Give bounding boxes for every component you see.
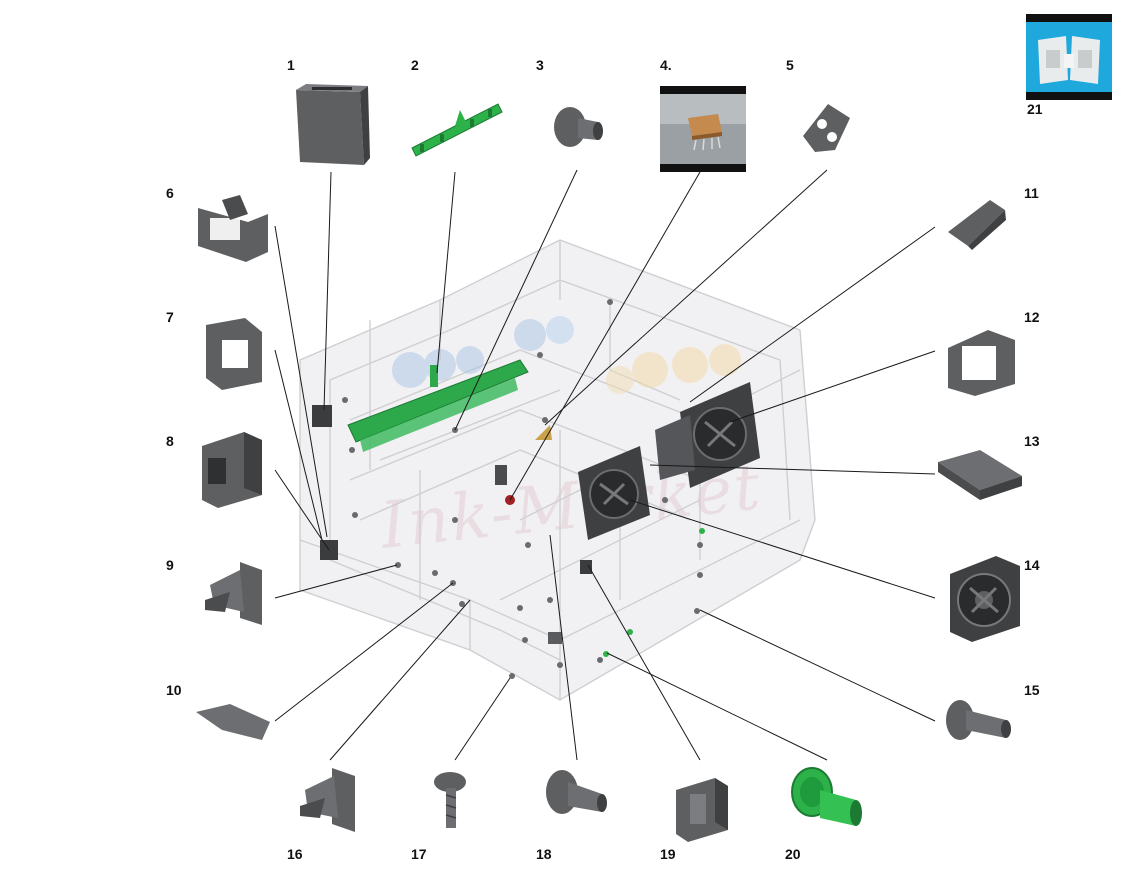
callout-14: 14 [1024,557,1040,573]
callout-13: 13 [1024,433,1040,449]
callout-16: 16 [287,846,303,862]
installed-fan-right [655,382,760,488]
part-7-frame-clip [206,318,262,390]
callout-5: 5 [786,57,794,73]
part-9-clamp [205,562,262,625]
part-6-clip [198,195,268,262]
part-20-bushing [791,767,862,826]
part-1-pad [296,84,370,165]
callout-11: 11 [1024,185,1039,201]
callout-8: 8 [166,433,174,449]
part-10-sheet [196,704,270,740]
part-18-pin [546,770,607,814]
part-11-bracket [948,200,1006,250]
installed-pcb-strip [347,359,529,452]
part-15-pin [946,700,1011,740]
part-14-fan [950,556,1020,642]
callout-20: 20 [785,846,801,862]
part-5-bracket [803,104,850,152]
ghost-rollers [392,316,741,394]
part-17-screw [434,772,466,828]
part-2-pcb-strip [411,103,503,157]
part-19-connector [676,778,728,842]
installed-fasteners [312,299,705,679]
installed-fan-left [578,446,650,540]
callout-9: 9 [166,557,174,573]
printer-chassis [299,239,816,701]
callout-12: 12 [1024,309,1040,325]
part-21-photo [1026,14,1112,100]
part-13-box [938,450,1022,500]
part-3-pin [554,107,603,147]
part-8-holder [202,432,262,508]
callout-19: 19 [660,846,676,862]
callout-3: 3 [536,57,544,73]
callout-2: 2 [411,57,419,73]
callout-4: 4. [660,57,672,73]
part-16-clamp [300,768,355,832]
callout-15: 15 [1024,682,1040,698]
part-4-photo [660,86,746,172]
callout-1: 1 [287,57,295,73]
callout-18: 18 [536,846,552,862]
leader-lines [274,169,936,761]
callout-10: 10 [166,682,182,698]
callout-17: 17 [411,846,427,862]
part-12-frame-bracket [948,330,1015,396]
callout-7: 7 [166,309,174,325]
callout-6: 6 [166,185,174,201]
callout-21: 21 [1027,101,1043,117]
